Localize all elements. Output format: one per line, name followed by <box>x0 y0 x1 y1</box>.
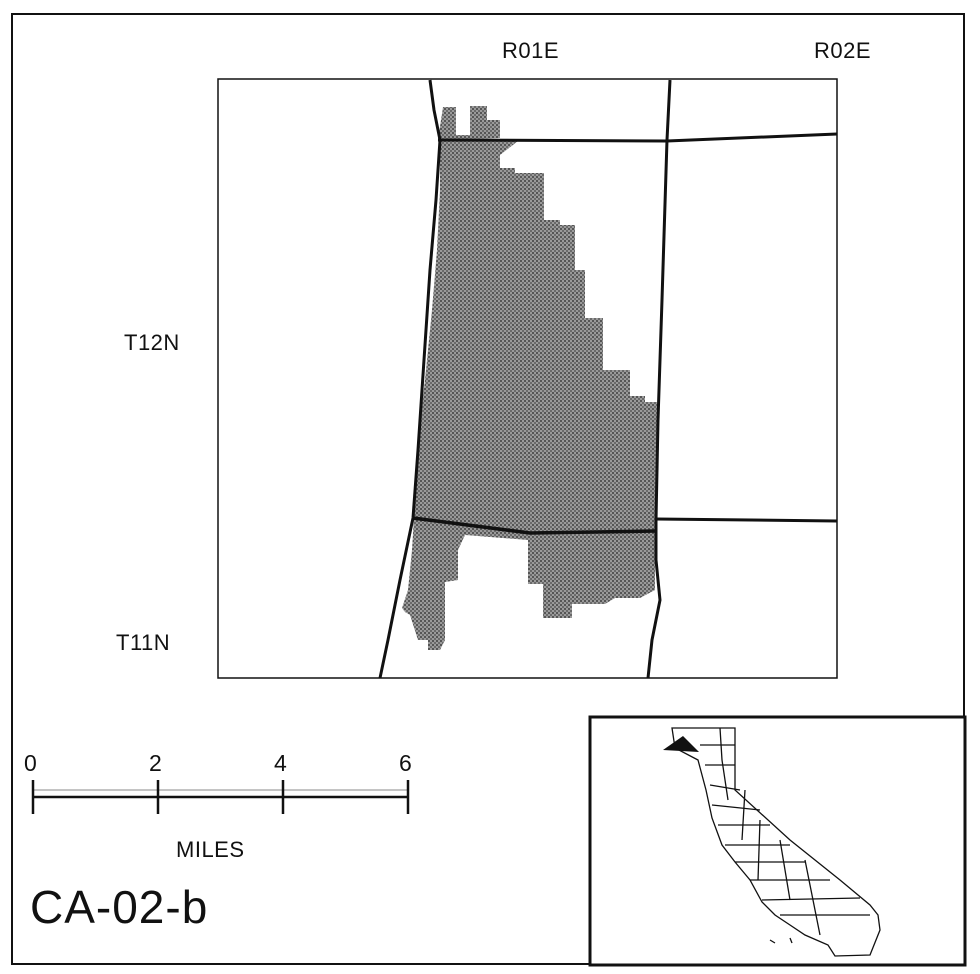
inset-map-box <box>588 715 967 967</box>
scale-unit-label: MILES <box>176 837 245 862</box>
township-line-middle-east <box>655 517 838 523</box>
map-frame <box>11 13 965 965</box>
location-triangle-icon <box>663 736 699 752</box>
scale-tick-label-6: 6 <box>399 750 412 776</box>
range-label-r01e: R01E <box>502 38 560 63</box>
shaded-area <box>402 106 657 650</box>
scale-tick-label-2: 2 <box>149 750 162 776</box>
map-id: CA-02-b <box>30 881 209 933</box>
range-label-r02e: R02E <box>814 38 872 63</box>
township-label-t12n: T12N <box>124 330 180 355</box>
township-line-middle <box>412 516 657 535</box>
california-outline <box>671 727 881 957</box>
township-line-top <box>437 132 838 143</box>
township-label-t11n: T11N <box>116 630 171 655</box>
scale-tick-label-4: 4 <box>274 750 287 776</box>
range-line-west <box>378 79 442 679</box>
scale-bar <box>31 780 410 814</box>
scale-tick-label-0: 0 <box>24 750 37 776</box>
